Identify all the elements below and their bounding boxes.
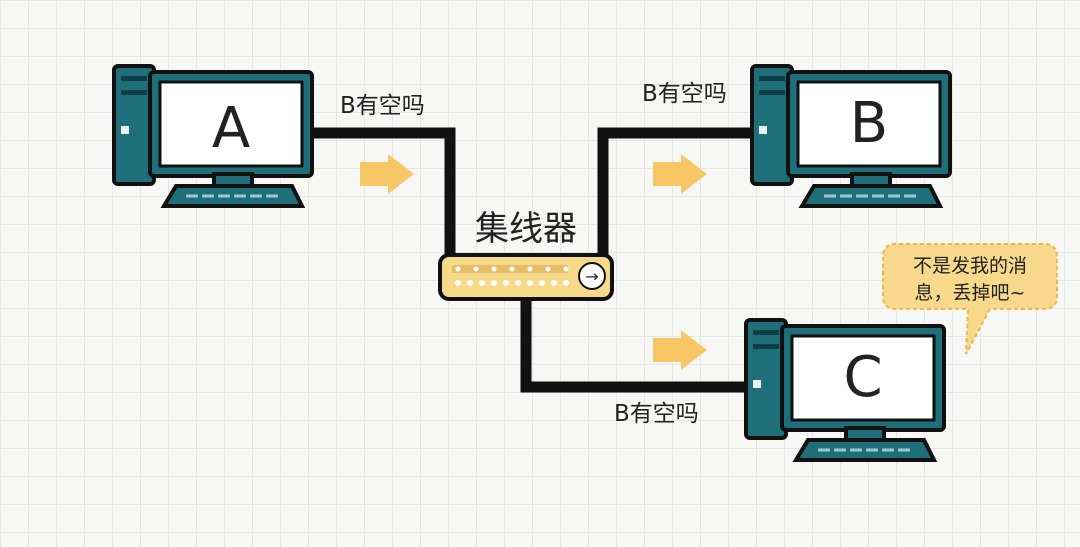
computer-b: B bbox=[750, 64, 952, 208]
computer-label-c: C bbox=[843, 345, 882, 410]
hub-label: 集线器 bbox=[475, 209, 577, 249]
arrow-hub-to-c bbox=[653, 330, 707, 370]
bubble-line-1: 不是发我的消 bbox=[913, 255, 1027, 277]
bubble-line-2: 息，丢掉吧~ bbox=[915, 282, 1026, 304]
wire-hub-to-b bbox=[597, 127, 760, 260]
wires bbox=[308, 127, 760, 393]
hub-port-button bbox=[578, 262, 606, 290]
hub-ports bbox=[455, 266, 569, 286]
hub: → 集线器 bbox=[438, 209, 614, 301]
message-label-b: B有空吗 bbox=[642, 81, 727, 107]
computer-c: C bbox=[744, 318, 946, 462]
message-label-c: B有空吗 bbox=[614, 401, 699, 427]
computer-a: A bbox=[112, 64, 314, 208]
arrow-hub-to-b bbox=[653, 154, 707, 194]
hub-arrow-icon: → bbox=[585, 267, 598, 286]
arrow-a-to-hub bbox=[360, 154, 414, 194]
wire-hub-to-c bbox=[520, 300, 760, 393]
computer-label-b: B bbox=[850, 91, 888, 156]
speech-bubble: 不是发我的消 息，丢掉吧~ bbox=[882, 243, 1058, 355]
computer-label-a: A bbox=[212, 96, 250, 161]
wire-a-to-hub bbox=[308, 127, 456, 260]
message-label-a: B有空吗 bbox=[340, 93, 425, 119]
